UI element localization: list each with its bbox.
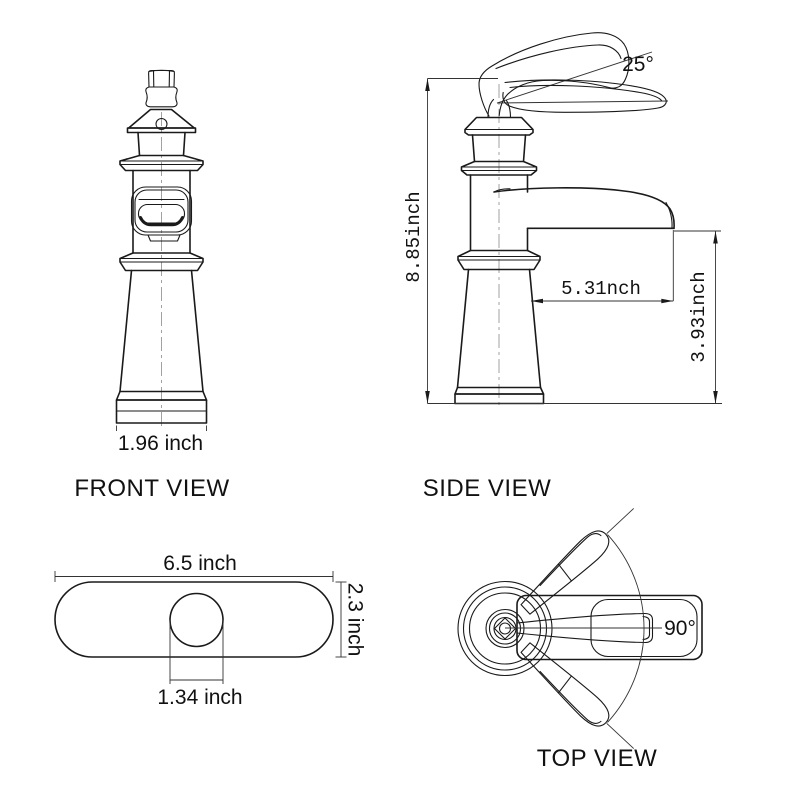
- front-index-button: [155, 117, 168, 131]
- side-height-dimension: 8.85inch: [403, 78, 498, 404]
- side-handle-horizontal: [502, 79, 667, 113]
- plate-hole-dimension: 1.34 inch: [157, 620, 243, 709]
- front-cap-cone: [126, 108, 197, 134]
- side-body-spout: [469, 174, 675, 252]
- side-column-base: [454, 268, 545, 405]
- top-swivel-dimension: 90°: [505, 534, 696, 723]
- side-handle-raised: [478, 32, 630, 117]
- side-reach-dimension: 5.31nch: [531, 230, 674, 304]
- front-base-width-text: 1.96 inch: [118, 432, 203, 455]
- plate-depth-text: 2.3 inch: [344, 583, 367, 657]
- front-view-label: FRONT VIEW: [74, 475, 229, 502]
- plate-width-text: 6.5 inch: [163, 552, 237, 575]
- side-spout-reach-text: 5.31nch: [561, 278, 641, 300]
- plate-outline: [54, 581, 334, 658]
- side-neck-flange: [460, 134, 538, 176]
- front-waterfall-slot: [137, 203, 186, 224]
- side-handle-horizontal-scoop-line: [509, 84, 663, 102]
- side-view-drawing: 25°: [403, 32, 722, 502]
- top-swivel-angle-text: 90°: [664, 617, 696, 640]
- side-spout-height-text: 3.93inch: [688, 271, 710, 362]
- top-view-drawing: 90° TOP VIEW: [457, 508, 703, 772]
- side-spout-height-dimension: 3.93inch: [674, 230, 721, 404]
- front-width-dimension: 1.96 inch: [116, 425, 207, 455]
- side-handle-angle-text: 25°: [622, 53, 654, 76]
- top-handle-lower: [520, 642, 635, 749]
- top-handle-upper: [520, 508, 635, 615]
- front-spout-housing: [130, 169, 193, 254]
- side-view-label: SIDE VIEW: [423, 475, 552, 502]
- side-handle-angle-refs: [496, 51, 669, 104]
- side-handle-raised-blade-line: [495, 44, 622, 70]
- front-neck: [137, 131, 186, 157]
- top-escutcheon-rings: [457, 580, 553, 677]
- front-upper-flange: [119, 154, 204, 172]
- plate-hole-diameter-text: 1.34 inch: [157, 686, 242, 709]
- top-view-label: TOP VIEW: [537, 745, 657, 772]
- plate-width-dimension: 6.5 inch: [54, 552, 334, 582]
- front-lower-flange: [119, 252, 204, 272]
- front-view-drawing: 1.96 inch FRONT VIEW: [74, 69, 229, 502]
- side-overall-height-text: 8.85inch: [403, 191, 425, 282]
- plate-faucet-hole: [169, 592, 224, 648]
- base-plate-drawing: 6.5 inch 2.3 inch 1.34 inch: [54, 552, 367, 709]
- side-cap: [464, 98, 534, 136]
- front-column-base: [115, 269, 208, 424]
- side-lower-flange: [457, 249, 541, 271]
- plate-depth-dimension: 2.3 inch: [335, 581, 367, 658]
- front-handle-knob: [145, 69, 178, 108]
